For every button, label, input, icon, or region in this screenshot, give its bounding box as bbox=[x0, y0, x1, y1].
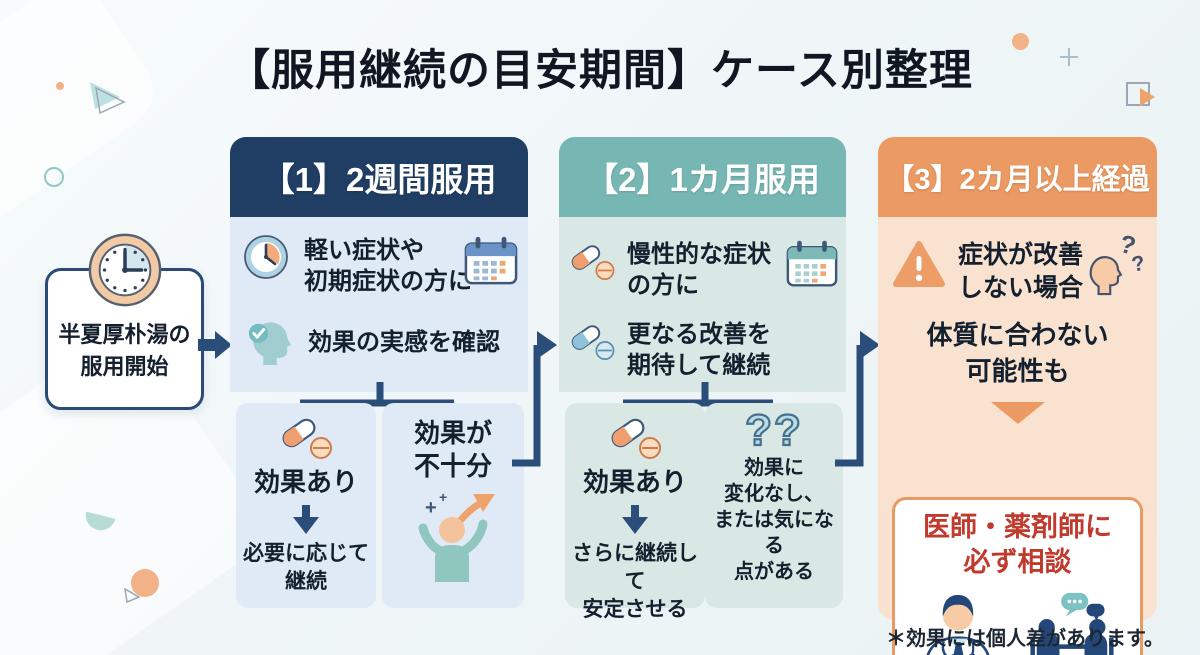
clock-icon bbox=[86, 231, 164, 314]
column-1month-header: 【2】1カ月服用 bbox=[559, 137, 846, 217]
point-text: 更なる改善を 期待して継続 bbox=[627, 319, 771, 381]
point-text: 効果の実感を確認 bbox=[308, 327, 500, 358]
result-line: 必要に応じて bbox=[243, 541, 369, 565]
text-line: または気になる bbox=[714, 509, 834, 557]
start-arrow-icon bbox=[198, 331, 232, 359]
start-box: 半夏厚朴湯の 服用開始 bbox=[45, 233, 204, 410]
doctor-icon bbox=[926, 595, 989, 655]
text-line: 体質に合わない bbox=[926, 320, 1109, 350]
consult-box: 医師・薬剤師に 必ず相談 bbox=[892, 497, 1143, 655]
down-arrow-icon bbox=[622, 504, 648, 534]
gray-triangle-decoration bbox=[124, 587, 141, 604]
head-check-icon bbox=[248, 322, 292, 365]
point-text: 症状が改善 しない場合 bbox=[958, 239, 1083, 304]
svg-text:?: ? bbox=[1117, 233, 1139, 261]
point-line: 慢性的な症状 bbox=[627, 241, 771, 268]
cross-decoration bbox=[1060, 48, 1078, 66]
svg-text:?: ? bbox=[1130, 251, 1147, 277]
start-label-line1: 半夏厚朴湯の bbox=[58, 322, 191, 347]
result-line: さらに継続して bbox=[572, 541, 698, 593]
point-line: 効果の実感を確認 bbox=[308, 329, 500, 356]
text-line: 点がある bbox=[734, 561, 814, 583]
point-line: 初期症状の方に bbox=[304, 268, 472, 296]
point-line: 更なる改善を bbox=[627, 321, 771, 348]
consult-text: 医師・薬剤師に 必ず相談 bbox=[895, 510, 1140, 580]
calendar-icon bbox=[464, 236, 518, 285]
column-1month: 【2】1カ月服用 慢性的な症状 の方に bbox=[559, 137, 846, 621]
branch-no-change: ?? 効果に 変化なし、 または気になる 点がある bbox=[705, 403, 843, 608]
svg-text:+: + bbox=[425, 497, 437, 519]
orange-triangle-decoration bbox=[1140, 88, 1155, 106]
start-label-line2: 服用開始 bbox=[80, 353, 169, 379]
point-line: 期待して継続 bbox=[627, 352, 771, 380]
text-line: 効果に bbox=[744, 457, 804, 479]
footnote: ＊効果には個人差があります。 bbox=[886, 628, 1164, 650]
point-text: 慢性的な症状 の方に bbox=[627, 239, 771, 301]
column-1month-body: 慢性的な症状 の方に bbox=[559, 217, 846, 392]
column-2weeks-body: 軽い症状や 初期症状の方に bbox=[230, 217, 528, 392]
pills-icon bbox=[282, 418, 332, 459]
column-2months-body: 症状が改善 しない場合 ? ? 体質に合わない 可能性も 医師・薬剤師に 必ず相… bbox=[878, 217, 1157, 655]
point-line: 軽い症状や bbox=[304, 237, 424, 264]
orange-dot-decoration bbox=[1012, 33, 1029, 50]
column-2months-plus: 【3】2カ月以上経過 症状が改善 しない場合 ? ? 体質に合わない bbox=[878, 137, 1157, 655]
question-marks-icon: ?? bbox=[705, 406, 843, 455]
point-line: しない場合 bbox=[958, 273, 1084, 302]
title-line: 不十分 bbox=[413, 450, 492, 481]
orange-dot-decoration bbox=[131, 569, 159, 597]
branch-effective: 効果あり さらに継続して 安定させる bbox=[565, 403, 705, 621]
column-2weeks: 【1】2週間服用 軽い症状や 初期症状の方に bbox=[230, 137, 528, 611]
down-arrow-icon bbox=[293, 504, 319, 534]
branch-result: 必要に応じて 継続 bbox=[236, 540, 376, 597]
question-marks-label: ?? bbox=[744, 406, 803, 455]
constitution-text: 体質に合わない 可能性も bbox=[878, 317, 1157, 390]
point-line: 症状が改善 bbox=[958, 241, 1084, 269]
person-improvement-icon: + + bbox=[418, 489, 495, 582]
start-label: 半夏厚朴湯の 服用開始 bbox=[48, 319, 201, 383]
svg-text:+: + bbox=[439, 489, 447, 505]
branch-title: 効果あり bbox=[253, 467, 358, 497]
branch-result: さらに継続して 安定させる bbox=[565, 540, 705, 625]
text-line: 変化なし、 bbox=[724, 483, 824, 505]
teal-triangle-decoration bbox=[90, 82, 126, 114]
pills-icon bbox=[571, 245, 615, 280]
point-line: の方に bbox=[627, 272, 699, 300]
calendar-icon bbox=[786, 240, 838, 287]
result-line: 安定させる bbox=[582, 598, 688, 622]
branch-title: 効果が 不十分 bbox=[382, 417, 524, 482]
consultation-icon bbox=[1029, 593, 1114, 655]
pills-icon bbox=[611, 418, 661, 459]
column-2weeks-header: 【1】2週間服用 bbox=[230, 137, 528, 217]
result-line: 継続 bbox=[285, 569, 327, 593]
consult-line: 医師・薬剤師に bbox=[923, 512, 1112, 542]
clock-icon bbox=[244, 235, 288, 279]
title-line: 効果が bbox=[413, 418, 492, 448]
orange-dot-decoration bbox=[56, 82, 64, 90]
text-line: 可能性も bbox=[965, 356, 1070, 387]
column-2months-header: 【3】2カ月以上経過 bbox=[878, 137, 1157, 217]
branch-text: 効果に 変化なし、 または気になる 点がある bbox=[705, 455, 843, 585]
page-title: 【服用継続の目安期間】ケース別整理 bbox=[227, 47, 973, 95]
branch-effective: 効果あり 必要に応じて 継続 bbox=[236, 403, 376, 608]
head-question-icon: ? ? bbox=[1089, 233, 1147, 296]
down-triangle-icon bbox=[990, 402, 1045, 424]
point-text: 軽い症状や 初期症状の方に bbox=[304, 235, 472, 297]
teal-ring-decoration bbox=[44, 167, 64, 187]
branch-title: 効果あり bbox=[582, 467, 687, 497]
consult-line: 必ず相談 bbox=[963, 547, 1072, 578]
branch-insufficient: 効果が 不十分 + + bbox=[382, 403, 524, 608]
warning-icon bbox=[893, 241, 945, 287]
pills-icon bbox=[571, 325, 615, 360]
